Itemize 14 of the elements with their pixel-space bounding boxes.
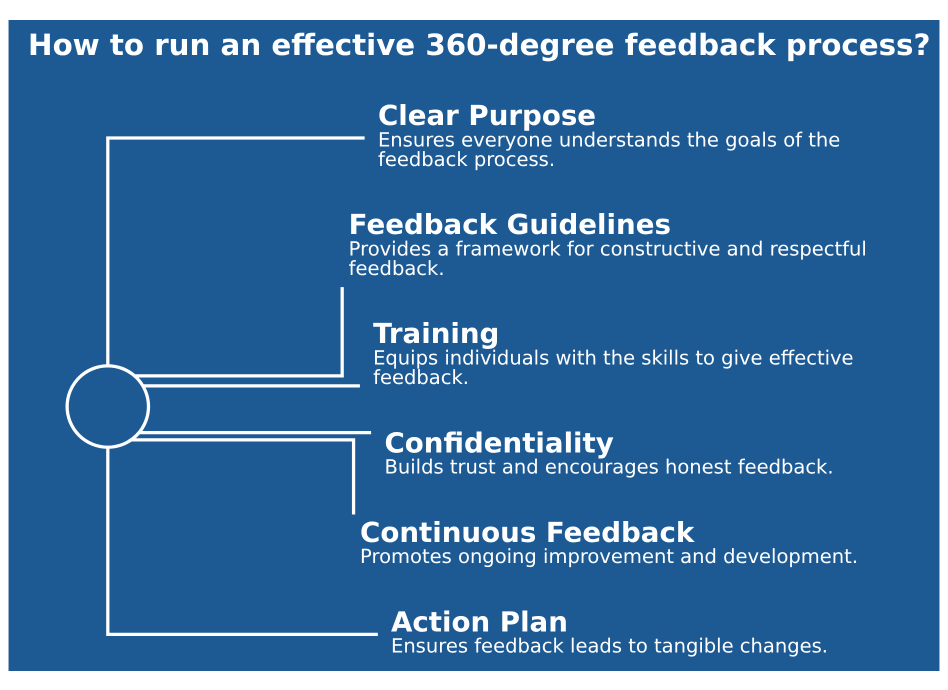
connector xyxy=(131,438,356,514)
connector xyxy=(106,446,378,636)
connector xyxy=(106,136,365,366)
node-text: Training Equips individuals with the skills to give effective feedback. xyxy=(373,316,854,388)
node-text: Action Plan Ensures feedback leads to tangible changes. xyxy=(390,604,828,657)
diagram-title: How to run an effective 360-degree feedback process? xyxy=(28,27,930,62)
node-text: Clear Purpose Ensures everyone understands the goals of the feedback process. xyxy=(378,98,840,170)
node-text: Confidentiality Builds trust and encourages honest feedback. xyxy=(384,426,834,478)
node-text: Feedback Guidelines Provides a framework for constructive and respectful feedback. xyxy=(348,208,867,280)
node-text: Continuous Feedback Promotes ongoing improvement and development. xyxy=(360,515,858,568)
connector xyxy=(139,430,372,434)
node-circle xyxy=(66,364,150,448)
connector xyxy=(143,384,360,388)
connector xyxy=(134,286,344,378)
